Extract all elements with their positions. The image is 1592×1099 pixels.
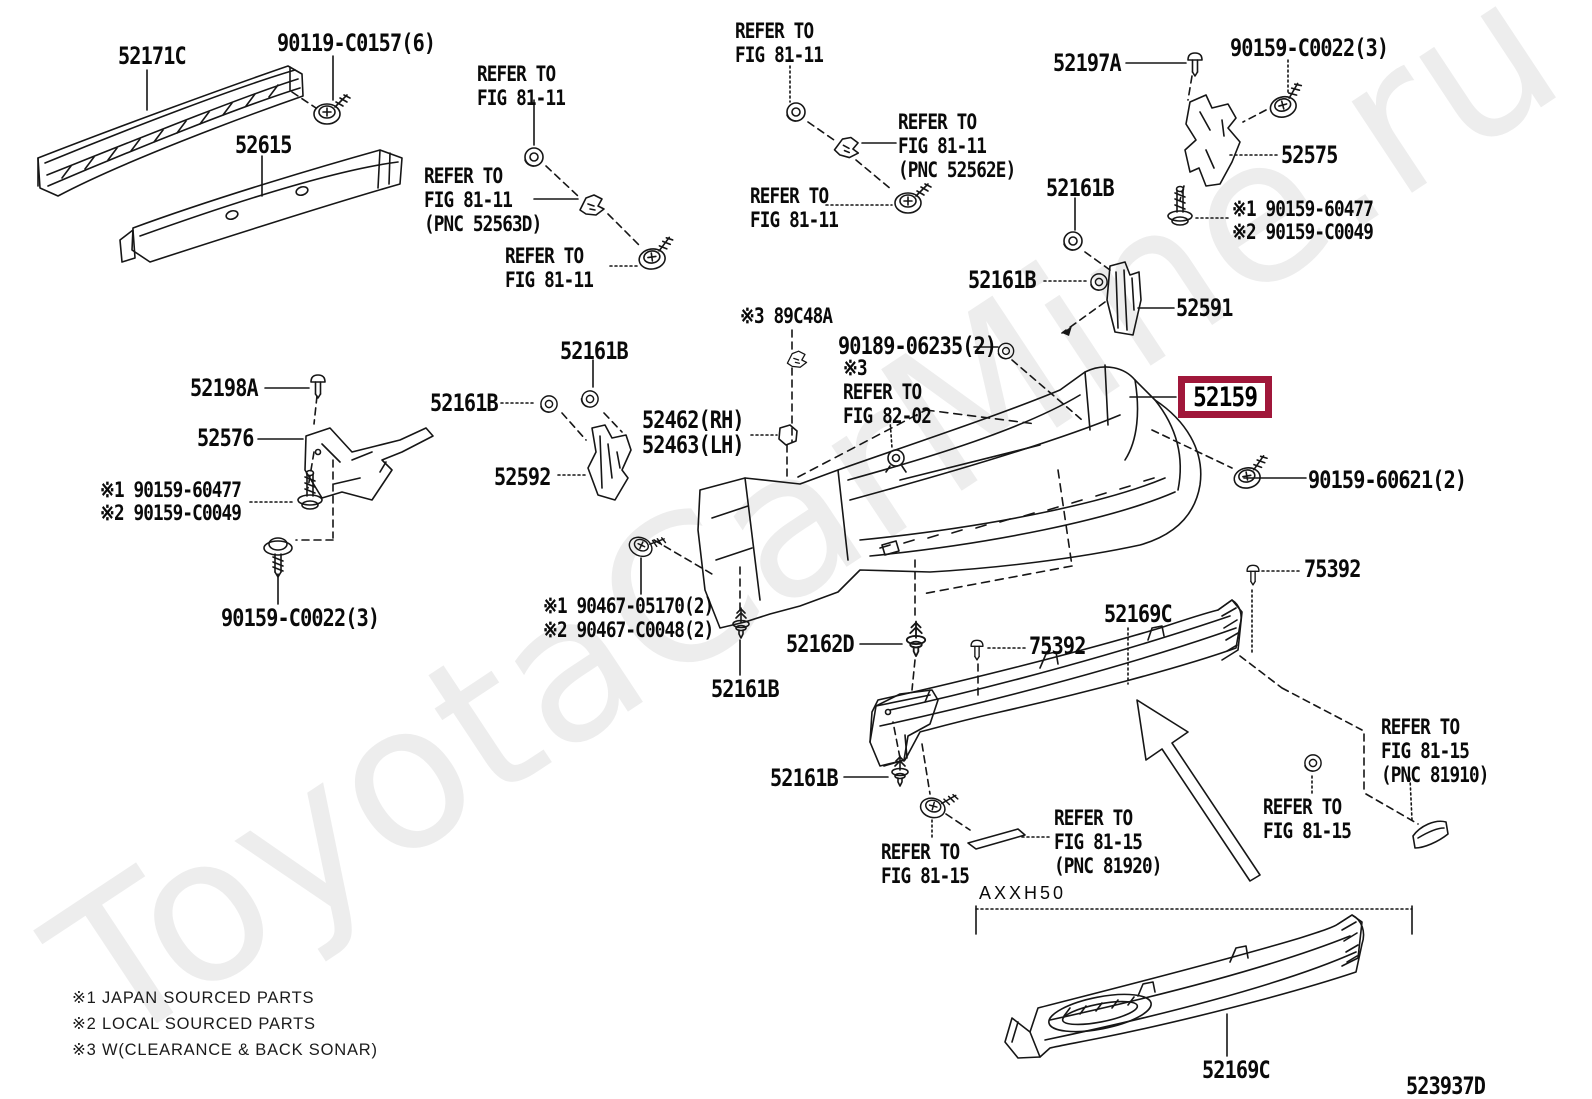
clip-icon [970, 639, 984, 661]
part-label-52161b-d: 52161B [430, 389, 499, 417]
refer-note-fig81-15-pnc81920: REFER TO FIG 81-15 (PNC 81920) [1054, 806, 1162, 879]
part-label-52161b-f: 52161B [770, 764, 839, 792]
pin-icon [310, 374, 326, 399]
part-label-90159-c0022-tr: 90159-C0022(3) [1230, 34, 1389, 62]
part-label-89c48a: ※3 89C48A [740, 304, 833, 328]
part-label-52591: 52591 [1176, 294, 1233, 322]
refer-note-fig81-11-pnc52563d: REFER TO FIG 81-11 (PNC 52563D) [424, 164, 542, 237]
part-label-52576: 52576 [197, 424, 254, 452]
refer-note-fig82-02: ※3 REFER TO FIG 82-02 [843, 356, 932, 429]
clip-icon [905, 620, 927, 658]
refer-note-fig81-15-d: REFER TO FIG 81-15 [1263, 795, 1352, 844]
clip-icon [540, 395, 558, 413]
clip-icon [1090, 273, 1108, 291]
part-label-52462-52463: 52462(RH) 52463(LH) [642, 406, 745, 460]
pin-icon [1187, 52, 1203, 77]
part-label-52169c-top: 52169C [1104, 600, 1173, 628]
bolt-icon [297, 469, 323, 510]
screw-icon [917, 786, 960, 824]
part-label-90189-06235: 90189-06235(2) [838, 332, 997, 360]
refer-note-fig81-11-a: REFER TO FIG 81-11 [477, 62, 566, 111]
part-52169c-lower-drawing [1004, 914, 1365, 1059]
bolt-icon [1264, 81, 1309, 121]
bolt-icon [625, 525, 668, 565]
leader-lines-52592 [500, 359, 788, 595]
part-52171c-drawing [37, 65, 304, 197]
part-label-52169c-bottom: 52169C [1202, 1056, 1271, 1084]
refer-note-fig81-11-pnc52562e: REFER TO FIG 81-11 (PNC 52562E) [898, 110, 1016, 183]
refer-note-fig81-15-pnc81910: REFER TO FIG 81-15 (PNC 81910) [1381, 715, 1489, 788]
part-label-52197a: 52197A [1053, 49, 1122, 77]
refer-note-fig81-11-d: REFER TO FIG 81-11 [750, 184, 839, 233]
note-90159-60477-right: ※1 90159-60477 [1232, 197, 1374, 221]
clip-icon [786, 102, 806, 122]
part-label-52592: 52592 [494, 463, 551, 491]
retainer-81920-icon [967, 828, 1026, 850]
leader-lines-right-lower [1239, 655, 1419, 825]
part-label-75392-left: 75392 [1029, 632, 1086, 660]
screw-icon [1167, 185, 1193, 226]
part-label-52161b-b: 52161B [968, 266, 1037, 294]
part-label-52161b-c: 52161B [560, 337, 629, 365]
leader-lines-top-middle [789, 65, 897, 206]
part-52592-drawing [587, 424, 632, 501]
clip-icon [1304, 754, 1322, 772]
leader-lines-top-left [146, 55, 641, 267]
part-52169c-upper-drawing [869, 599, 1243, 767]
part-label-52161b-e: 52161B [711, 675, 780, 703]
pointer-arrow [1136, 699, 1261, 882]
note-90159-60477-left: ※1 90159-60477 [100, 478, 242, 502]
axxh50-bracket [975, 905, 1413, 935]
vehicle-code-axxh50: AXXH50 [979, 883, 1067, 903]
note-90159-c0049-right: ※2 90159-C0049 [1232, 220, 1374, 244]
bracket-clip-icon [579, 194, 605, 216]
part-label-52615: 52615 [235, 131, 292, 159]
part-52159-bumper-drawing [697, 364, 1202, 629]
part-52575-drawing [1184, 94, 1241, 187]
part-label-90159-c0022-bl: 90159-C0022(3) [221, 604, 380, 632]
screw-icon [263, 537, 293, 578]
part-label-52198a: 52198A [190, 374, 259, 402]
note-90467-05170: ※1 90467-05170(2) [543, 594, 714, 618]
highlighted-part-number: 52159 [1192, 381, 1258, 413]
note-90159-c0049-left: ※2 90159-C0049 [100, 501, 242, 525]
grommet-52462-icon [778, 424, 798, 446]
part-label-52575: 52575 [1281, 141, 1338, 169]
bolt-icon [313, 94, 351, 125]
part-52576-drawing [304, 427, 434, 501]
leader-lines-upper-spoiler [843, 570, 1303, 841]
clip-icon [1063, 231, 1083, 251]
part-label-52161b-a: 52161B [1046, 174, 1115, 202]
part-label-90159-60621: 90159-60621(2) [1308, 466, 1467, 494]
part-label-90119-c0157: 90119-C0157(6) [277, 29, 436, 57]
mudguard-81910-icon [1412, 820, 1449, 849]
legend-item-3: ※3 W(CLEARANCE & BACK SONAR) [72, 1041, 378, 1059]
clip-icon [1246, 564, 1260, 586]
note-90467-c0048: ※2 90467-C0048(2) [543, 618, 714, 642]
sensor-clip-icon [786, 350, 808, 368]
legend-item-1: ※1 JAPAN SOURCED PARTS [72, 989, 315, 1007]
screw-icon [635, 236, 678, 272]
part-label-75392-right: 75392 [1304, 555, 1361, 583]
part-label-52171c: 52171C [118, 42, 187, 70]
screw-icon [894, 183, 932, 214]
refer-note-fig81-11-c: REFER TO FIG 81-11 [735, 19, 824, 68]
refer-note-fig81-15-a: REFER TO FIG 81-15 [881, 840, 970, 889]
highlighted-part-52159[interactable]: 52159 [1178, 376, 1272, 418]
leader-lines-top-right [1043, 59, 1289, 336]
clamp-icon [832, 134, 862, 160]
leader-lines-middle [791, 329, 1083, 449]
part-52591-drawing [1106, 261, 1142, 336]
screw-icon [1230, 454, 1273, 491]
part-label-52162d: 52162D [786, 630, 855, 658]
part-52615-drawing [119, 149, 403, 263]
refer-note-fig81-11-b: REFER TO FIG 81-11 [505, 244, 594, 293]
clip-icon [997, 342, 1015, 360]
diagram-code: 523937D [1406, 1072, 1486, 1099]
legend-item-2: ※2 LOCAL SOURCED PARTS [72, 1015, 316, 1033]
clip-icon [578, 387, 602, 411]
